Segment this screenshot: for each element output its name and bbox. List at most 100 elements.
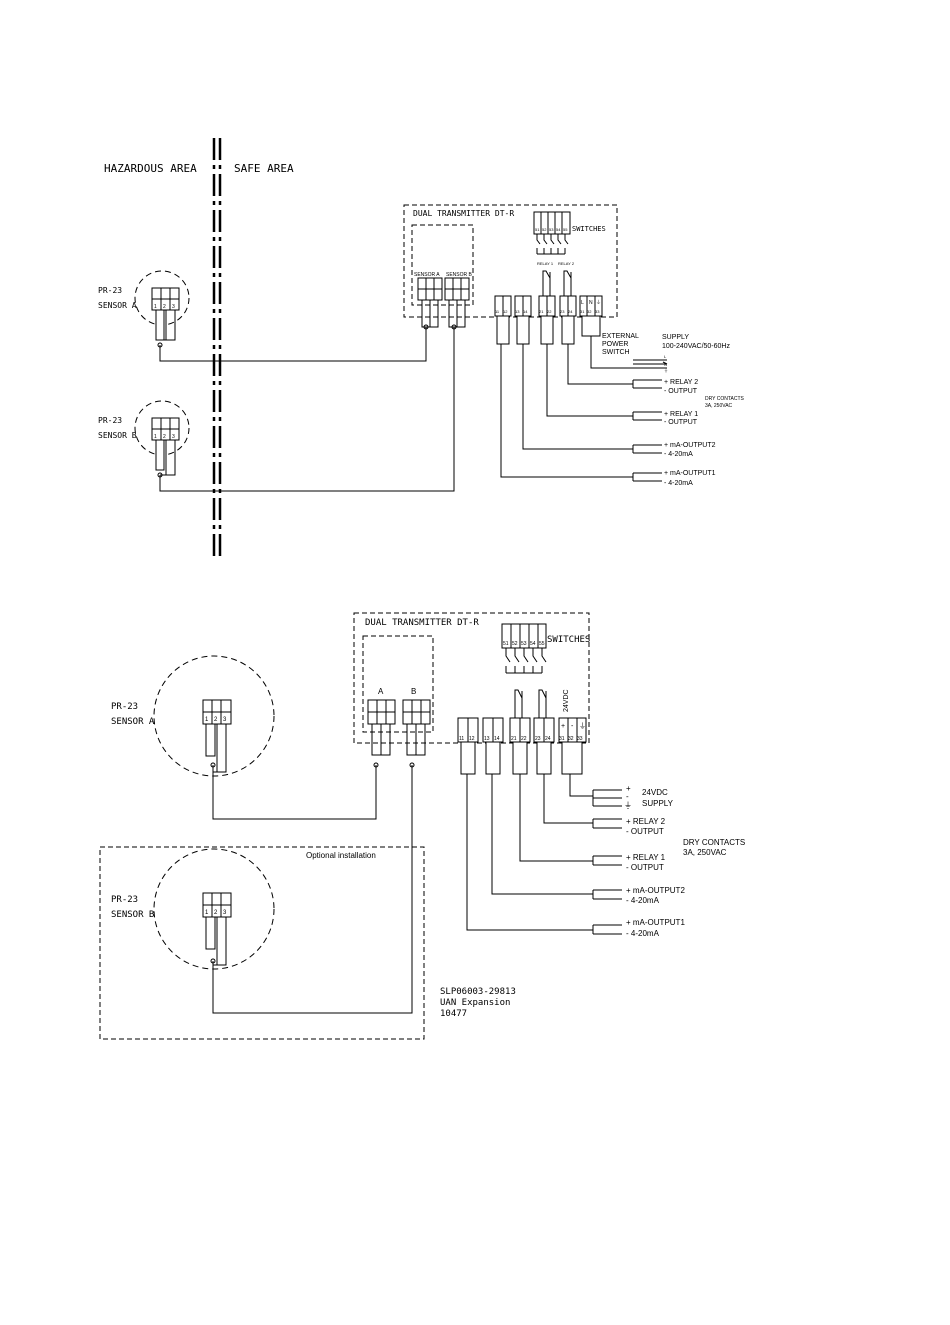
sensor-a-model-2: PR-23 — [111, 702, 138, 712]
svg-text:23: 23 — [535, 736, 541, 742]
relay2-label-1: + RELAY 2 — [664, 379, 698, 386]
svg-text:3: 3 — [223, 717, 227, 723]
ma1-end-2 — [592, 924, 622, 935]
sensor-b-model-1: PR-23 — [98, 416, 122, 425]
sensor-b-header: SENSOR B — [446, 272, 473, 278]
supply-spec-1: 100-240VAC/50-60Hz — [662, 343, 730, 350]
relay2-output-1: - OUTPUT — [664, 388, 698, 395]
svg-text:21: 21 — [539, 309, 544, 314]
svg-text:32: 32 — [568, 736, 574, 742]
svg-text:+: + — [626, 784, 631, 793]
terminal-out1-1: 11 12 — [494, 295, 512, 345]
svg-text:3: 3 — [172, 434, 175, 440]
svg-text:⏚: ⏚ — [596, 299, 601, 306]
svg-text:11: 11 — [495, 309, 500, 314]
transmitter-box-1 — [403, 204, 618, 318]
supply-title-1: SUPPLY — [662, 334, 689, 341]
dry-contacts-2: DRY CONTACTS — [683, 838, 745, 847]
transmitter-title-1: DUAL TRANSMITTER DT-R — [413, 209, 514, 218]
dry-contacts-rating-2: 3A, 250VAC — [683, 848, 727, 857]
svg-text:N: N — [664, 362, 667, 367]
relay2-wire-2 — [543, 774, 593, 824]
ma2-wire-1 — [522, 344, 633, 450]
sensor-b-2: PR-23 SENSOR B 1 2 3 — [111, 848, 275, 970]
svg-text:12: 12 — [469, 736, 475, 742]
doc-ref-title: UAN Expansion — [440, 998, 510, 1008]
switch-53: 53 — [549, 227, 554, 232]
svg-text:13: 13 — [484, 736, 490, 742]
terminal-input-a-1 — [417, 277, 443, 328]
svg-text:-: - — [626, 792, 629, 801]
transmitter-title-2: DUAL TRANSMITTER DT-R — [365, 618, 479, 628]
intrinsic-barrier-box-2 — [362, 635, 434, 733]
dry-contacts-1: DRY CONTACTS — [705, 396, 745, 402]
diagram-hazardous-area: HAZARDOUS AREA SAFE AREA DUAL TRANSMITTE… — [98, 138, 745, 560]
svg-text:3: 3 — [223, 910, 227, 916]
ma1-wire-2 — [466, 774, 593, 931]
svg-text:33: 33 — [577, 736, 583, 742]
svg-text:⏚: ⏚ — [579, 722, 586, 730]
sensor-a-1: PR-23 SENSOR A 1 2 3 — [98, 270, 190, 348]
relay1-end-1 — [632, 411, 662, 421]
optional-installation-box — [99, 846, 425, 1040]
switch-55-2: 55 — [539, 641, 545, 647]
svg-text:12: 12 — [503, 309, 508, 314]
svg-text:+: + — [561, 723, 565, 730]
dry-contacts-rating-1: 3A, 250VAC — [705, 403, 733, 409]
intrinsic-barrier-box-1 — [411, 224, 474, 306]
sensor-b-1: PR-23 SENSOR B 1 2 3 — [98, 400, 190, 478]
diagram-safe-area: DUAL TRANSMITTER DT-R 51 52 53 54 55 SWI… — [99, 612, 745, 1040]
terminal-power-1: L N ⏚ 31 32 33 — [579, 295, 603, 337]
terminal-relay2-1: 23 24 — [559, 295, 577, 345]
sensor-a-cable-2 — [212, 765, 377, 820]
ma2-end-2 — [592, 889, 622, 900]
switch-block-1: 51 52 53 54 55 SWITCHES — [533, 211, 606, 255]
ma2-range-1: - 4-20mA — [664, 451, 693, 458]
supply-lines-1 — [633, 359, 668, 369]
switch-51-2: 51 — [503, 641, 509, 647]
input-b-label: B — [411, 687, 416, 696]
switch-52: 52 — [542, 227, 547, 232]
relay2-end-1 — [632, 379, 662, 389]
svg-text:2: 2 — [214, 717, 218, 723]
svg-text:1: 1 — [154, 434, 157, 440]
svg-text:31: 31 — [580, 309, 585, 314]
relay1-label-2: + RELAY 1 — [626, 853, 666, 862]
switches-label-1: SWITCHES — [572, 225, 606, 233]
relay2-header-1: RELAY 2 — [558, 261, 575, 266]
switch-52-2: 52 — [512, 641, 518, 647]
switch-55: 55 — [563, 227, 568, 232]
sensor-a-name-1: SENSOR A — [98, 301, 137, 310]
svg-text:1: 1 — [154, 304, 157, 310]
terminal-out1-2: 11 12 — [457, 717, 479, 775]
sensor-a-2: PR-23 SENSOR A 1 2 3 — [111, 655, 275, 777]
terminal-out2-1: 13 14 — [514, 295, 532, 345]
svg-text:21: 21 — [511, 736, 517, 742]
terminal-input-b-1 — [444, 277, 470, 328]
power-wire-1 — [590, 336, 633, 369]
sensor-b-name-1: SENSOR B — [98, 431, 137, 440]
ext-switch-line2: POWER — [602, 341, 628, 348]
ma1-end-1 — [632, 472, 662, 482]
relay1-wire-2 — [519, 774, 593, 862]
relay1-output-2: - OUTPUT — [626, 863, 664, 872]
svg-text:L: L — [581, 300, 584, 306]
svg-text:-: - — [571, 723, 574, 730]
sensor-a-header: SENSOR A — [414, 272, 440, 278]
switch-54: 54 — [556, 227, 561, 232]
relay1-wire-1 — [546, 344, 633, 417]
relay1-label-1: + RELAY 1 — [664, 411, 698, 418]
svg-text:33: 33 — [595, 309, 600, 314]
ma2-range-2: - 4-20mA — [626, 896, 660, 905]
svg-text:24: 24 — [545, 736, 551, 742]
supply-vdc-2: 24VDC — [642, 788, 668, 797]
sensor-b-name-2: SENSOR B — [111, 910, 154, 920]
terminal-out2-2: 13 14 — [482, 717, 504, 775]
switches-label-2: SWITCHES — [547, 635, 590, 645]
relay1-header-1: RELAY 1 — [537, 261, 554, 266]
ma1-wire-1 — [500, 344, 633, 478]
sensor-b-cable-2 — [212, 765, 413, 1014]
optional-installation-label: Optional installation — [306, 851, 376, 860]
sensor-a-cable-1 — [159, 327, 427, 362]
